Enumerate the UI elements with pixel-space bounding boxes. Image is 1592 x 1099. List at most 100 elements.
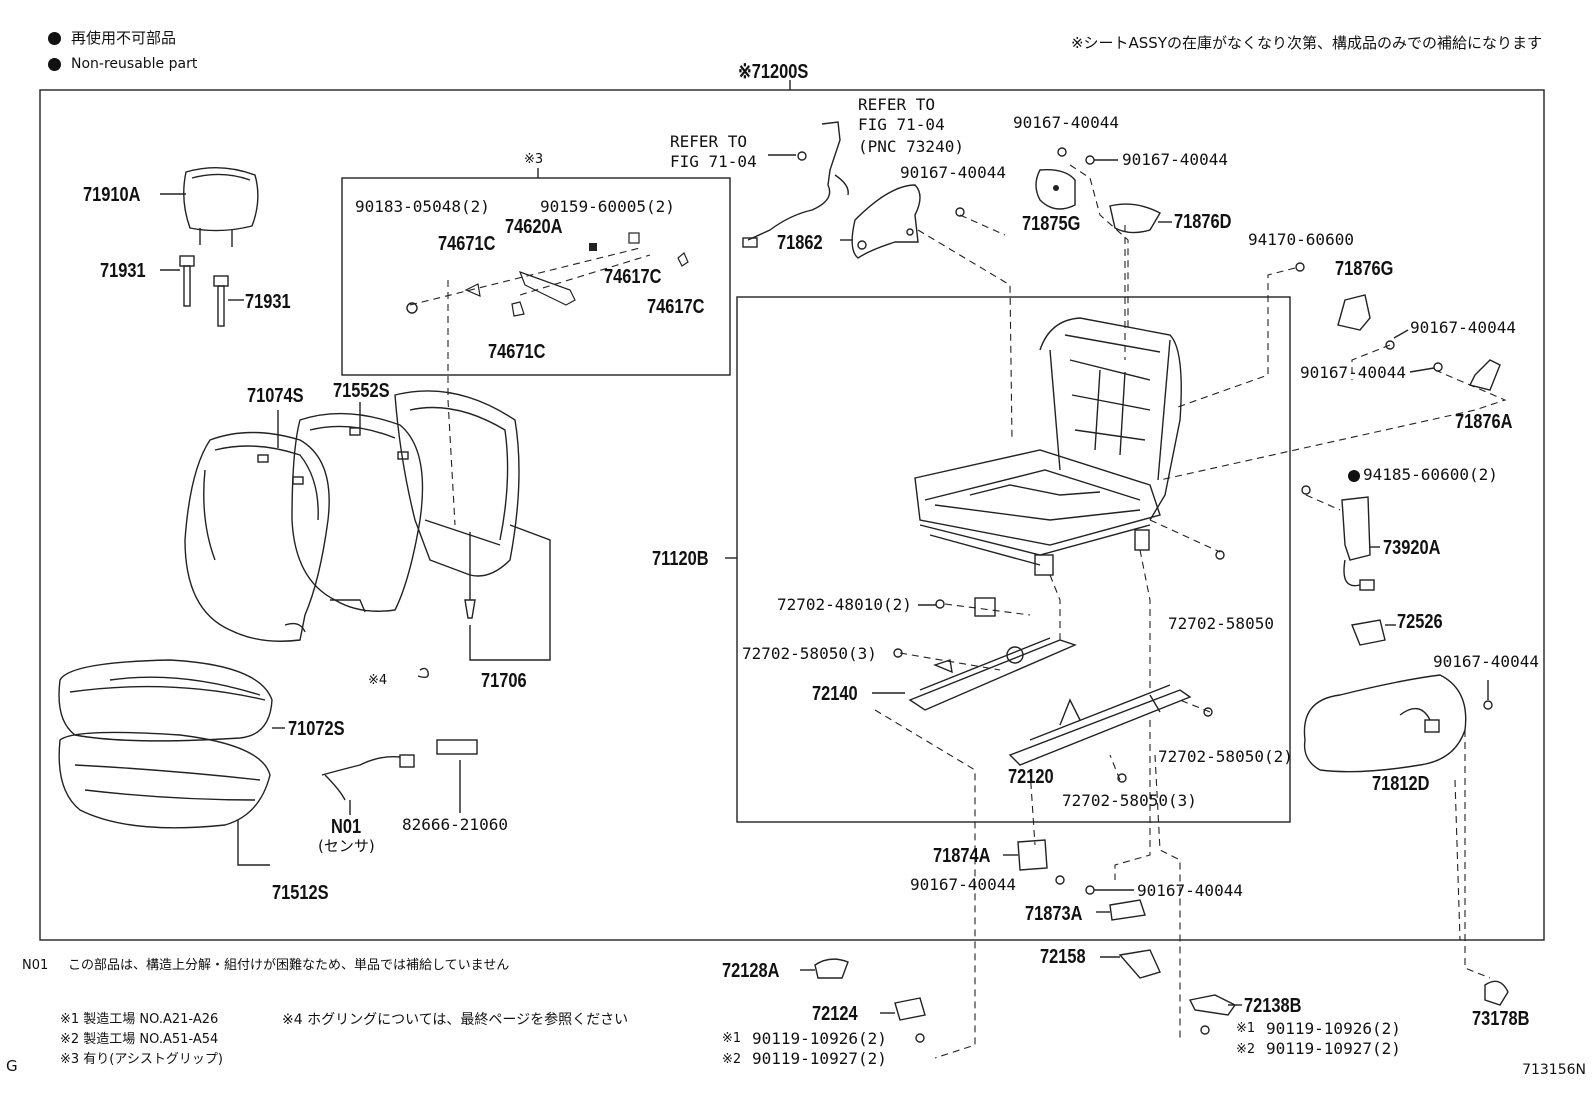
refer-to-2c: (PNC 73240) xyxy=(858,137,964,156)
part-72128a xyxy=(814,958,849,979)
label-90167-f: 90167-40044 xyxy=(1433,652,1539,671)
seat-track-72140-drawing xyxy=(908,597,1077,711)
label-71706: 71706 xyxy=(481,670,527,692)
label-82666: 82666-21060 xyxy=(402,815,508,834)
headrest-drawing xyxy=(183,166,259,247)
cushion-pad-drawing xyxy=(58,731,271,829)
cover-71875g xyxy=(1035,169,1076,210)
seat-frame-box xyxy=(736,296,1291,823)
label-71931-a: 71931 xyxy=(100,260,146,282)
label-74671c-a: 74671C xyxy=(438,233,496,255)
label-74617c-a: 74617C xyxy=(604,266,662,288)
figure-id: 713156N xyxy=(1522,1062,1586,1078)
airbag-73920a xyxy=(1341,496,1371,561)
label-71873a: 71873A xyxy=(1025,903,1083,925)
label-71876a: 71876A xyxy=(1455,411,1513,433)
headrest-guide-a xyxy=(179,255,195,267)
label-71931-b: 71931 xyxy=(245,291,291,313)
label-90119-10926-a: 90119-10926(2) xyxy=(752,1029,887,1048)
footnote-n01-text: この部品は、構造上分解・組付けが困難なため、単品では補給していません xyxy=(68,958,510,973)
label-90167-d: 90167-40044 xyxy=(1410,318,1516,337)
label-72702-58050-b: 72702-58050(3) xyxy=(742,644,877,663)
mark-1b: ※1 xyxy=(1236,1021,1256,1036)
label-71862: 71862 xyxy=(777,232,823,254)
seat-track-72120-drawing xyxy=(1008,684,1192,766)
label-72120: 72120 xyxy=(1008,766,1054,788)
footnote-3: ※3 有り(アシストグリップ) xyxy=(60,1052,223,1067)
mark-1a: ※1 xyxy=(722,1031,742,1046)
label-90119-10926-b: 90119-10926(2) xyxy=(1266,1019,1401,1038)
seatbelt-drawing xyxy=(742,121,849,248)
assembly-label: ※71200S xyxy=(738,61,809,83)
hog-ring-mark: ※4 xyxy=(368,673,388,688)
label-n01: N01 xyxy=(331,816,362,838)
part-73178b xyxy=(1484,980,1509,1006)
refer-to-2b: FIG 71-04 xyxy=(858,115,945,134)
label-90167-a: 90167-40044 xyxy=(900,163,1006,182)
header-note: ※シートASSYの在庫がなくなり次第、構成品のみでの補給になります xyxy=(1070,34,1542,52)
label-71875g: 71875G xyxy=(1022,213,1081,235)
refer-to-1b: FIG 71-04 xyxy=(670,152,757,171)
seatback-board-drawing xyxy=(394,390,520,600)
label-72702-58050-c: 72702-58050(2) xyxy=(1158,747,1293,766)
cover-71876d xyxy=(1109,203,1161,234)
label-90167-h: 90167-40044 xyxy=(1137,881,1243,900)
label-sensor: (センサ) xyxy=(318,837,375,855)
label-72128a: 72128A xyxy=(722,960,780,982)
footnote-2: ※2 製造工場 NO.A51-A54 xyxy=(60,1032,219,1047)
legend-jp: 再使用不可部品 xyxy=(48,30,176,46)
footnote-n01-code: N01 xyxy=(22,958,49,973)
label-71552s: 71552S xyxy=(333,380,390,402)
label-74620a: 74620A xyxy=(505,216,563,238)
assembly-frame xyxy=(39,89,1545,941)
label-71072s: 71072S xyxy=(288,718,345,740)
label-94170: 94170-60600 xyxy=(1248,230,1354,249)
label-90159: 90159-60005(2) xyxy=(540,197,675,216)
label-90119-10927-b: 90119-10927(2) xyxy=(1266,1039,1401,1058)
cushion-cover-drawing xyxy=(58,659,273,742)
label-71876d: 71876D xyxy=(1174,211,1232,233)
label-71812d: 71812D xyxy=(1372,773,1430,795)
label-74617c-b: 74617C xyxy=(647,296,705,318)
box3-mark: ※3 xyxy=(524,152,544,167)
label-90167-b: 90167-40044 xyxy=(1013,113,1119,132)
label-90167-g: 90167-40044 xyxy=(910,875,1016,894)
label-71876g: 71876G xyxy=(1335,258,1394,280)
refer-to-2a: REFER TO xyxy=(858,95,936,114)
seatback-pad-drawing xyxy=(291,412,424,613)
seat-frame-drawing xyxy=(914,317,1182,576)
footnote-1: ※1 製造工場 NO.A21-A26 xyxy=(60,1012,219,1027)
label-73920a: 73920A xyxy=(1383,537,1441,559)
mark-2b: ※2 xyxy=(1236,1042,1256,1057)
recliner-cover-drawing xyxy=(851,184,921,259)
label-72702-48010: 72702-48010(2) xyxy=(777,595,912,614)
bracket-71874a xyxy=(1017,839,1048,871)
label-72124: 72124 xyxy=(812,1003,858,1025)
bracket-72526 xyxy=(1351,619,1386,646)
label-72138b: 72138B xyxy=(1244,995,1302,1017)
assist-grip-box xyxy=(341,177,731,376)
label-72158: 72158 xyxy=(1040,946,1086,968)
headrest-guide-b xyxy=(213,275,229,287)
label-72140: 72140 xyxy=(812,683,858,705)
label-90167-e: 90167-40044 xyxy=(1300,363,1406,382)
seatback-cover-drawing xyxy=(184,431,330,642)
side-shield-drawing xyxy=(1303,674,1467,773)
label-94185: 94185-60600(2) xyxy=(1348,466,1498,484)
label-71512s: 71512S xyxy=(272,882,329,904)
label-71120b: 71120B xyxy=(652,548,709,570)
label-72702-58050-d: 72702-58050(3) xyxy=(1062,791,1197,810)
bullet-icon xyxy=(48,32,61,45)
refer-to-1a: REFER TO xyxy=(670,132,748,151)
cover-71876g xyxy=(1337,294,1371,331)
label-71874a: 71874A xyxy=(933,845,991,867)
part-72124 xyxy=(894,997,926,1021)
label-90167-c: 90167-40044 xyxy=(1122,150,1228,169)
cover-71876a xyxy=(1468,359,1501,391)
label-74671c-b: 74671C xyxy=(488,341,546,363)
part-72158 xyxy=(1118,949,1161,979)
non-reusable-bullet-icon xyxy=(1348,469,1360,482)
label-73178b: 73178B xyxy=(1472,1008,1530,1030)
